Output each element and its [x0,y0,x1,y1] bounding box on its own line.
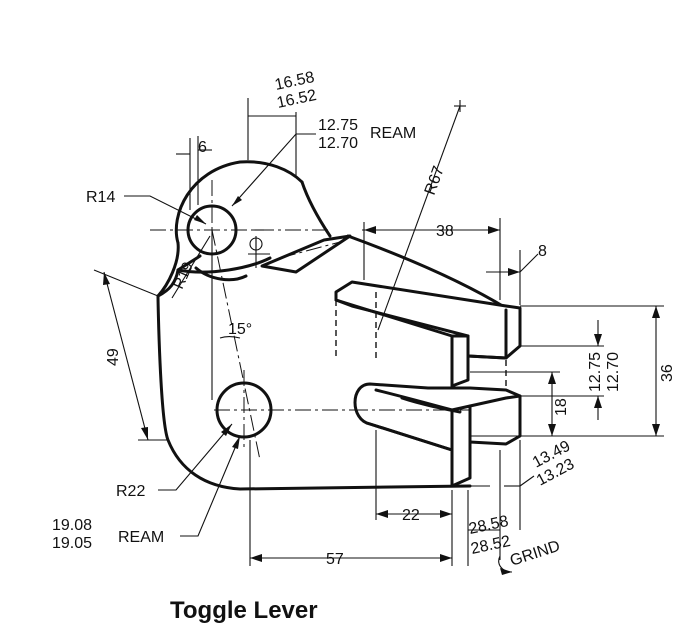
dim-slot-lower: 12.70 [605,352,622,392]
dim-slot-upper: 12.75 [587,352,604,392]
drawing-title: Toggle Lever [170,597,318,624]
dim-top-ream-note: REAM [370,125,416,142]
dim-36: 36 [659,364,676,382]
dim-r22: R22 [116,483,145,500]
dim-49: 49 [105,348,122,366]
dim-grind-note: GRIND [508,538,562,570]
dim-top-ream-lower: 12.70 [318,135,358,152]
dim-r14: R14 [86,189,115,206]
dim-22: 22 [402,507,420,524]
dim-57: 57 [326,551,344,568]
dim-top-ream-upper: 12.75 [318,117,358,134]
dimension-text: 16.58 16.52 12.75 12.70 REAM 6 R14 R19 R… [52,69,676,570]
dim-r67: R67 [422,164,448,197]
dim-38: 38 [436,223,454,240]
dimension-lines [93,98,664,575]
dim-8: 8 [538,243,547,260]
dim-bottom-ream-upper: 19.08 [52,517,92,534]
diameter-symbol-icon [249,236,263,252]
hidden-lines [335,292,507,390]
dim-bottom-ream-note: REAM [118,529,164,546]
dim-angle-15: 15° [228,321,252,338]
dim-18: 18 [553,398,570,416]
dim-bottom-ream-lower: 19.05 [52,535,92,552]
dim-thickness-6: 6 [198,139,207,156]
